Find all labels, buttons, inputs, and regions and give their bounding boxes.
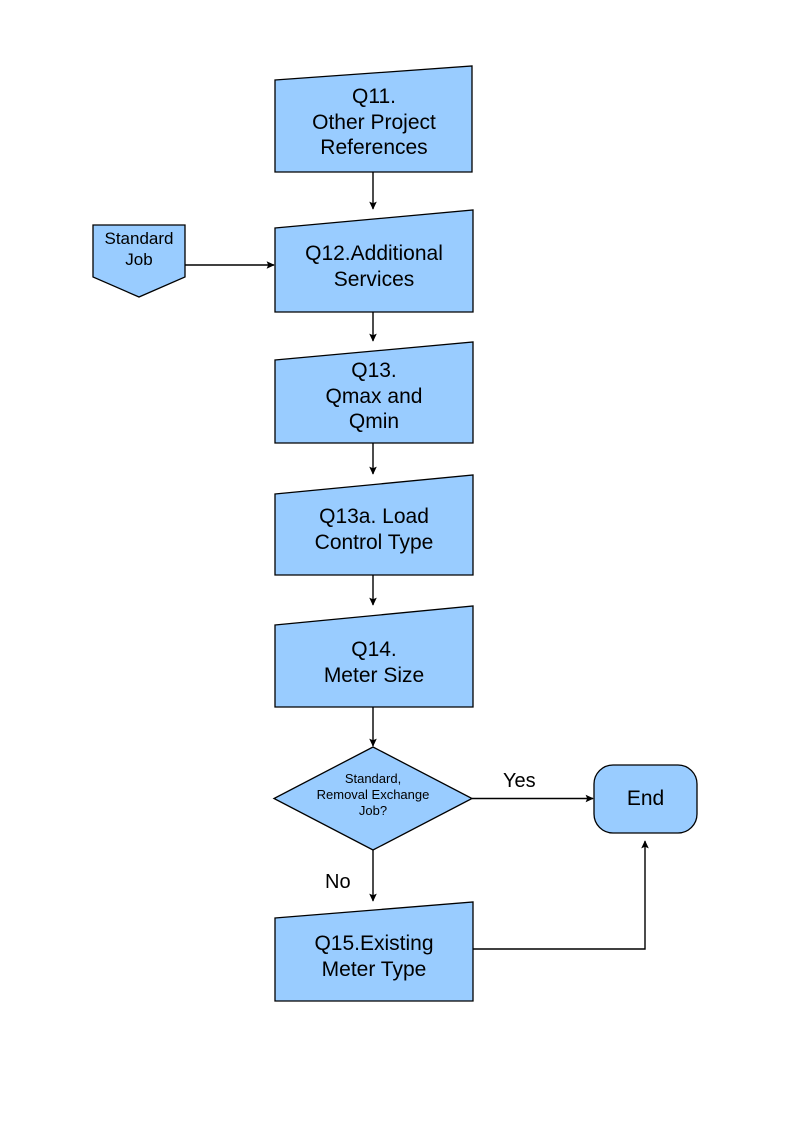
node-q13-shape[interactable] [274, 341, 474, 444]
node-q12-shape[interactable] [274, 209, 474, 313]
edge-label-yes: Yes [503, 770, 536, 792]
connector-q15-to-end [473, 840, 649, 950]
node-q11-shape[interactable] [274, 65, 473, 173]
node-decision-standard-removal-shape[interactable] [272, 746, 474, 851]
node-q13a-shape[interactable] [274, 474, 474, 576]
edge-label-no: No [325, 871, 351, 893]
node-q15-shape[interactable] [274, 901, 474, 1002]
node-end-shape[interactable] [593, 764, 698, 834]
node-q14-shape[interactable] [274, 605, 474, 708]
node-standard-job-shape[interactable] [92, 224, 186, 298]
